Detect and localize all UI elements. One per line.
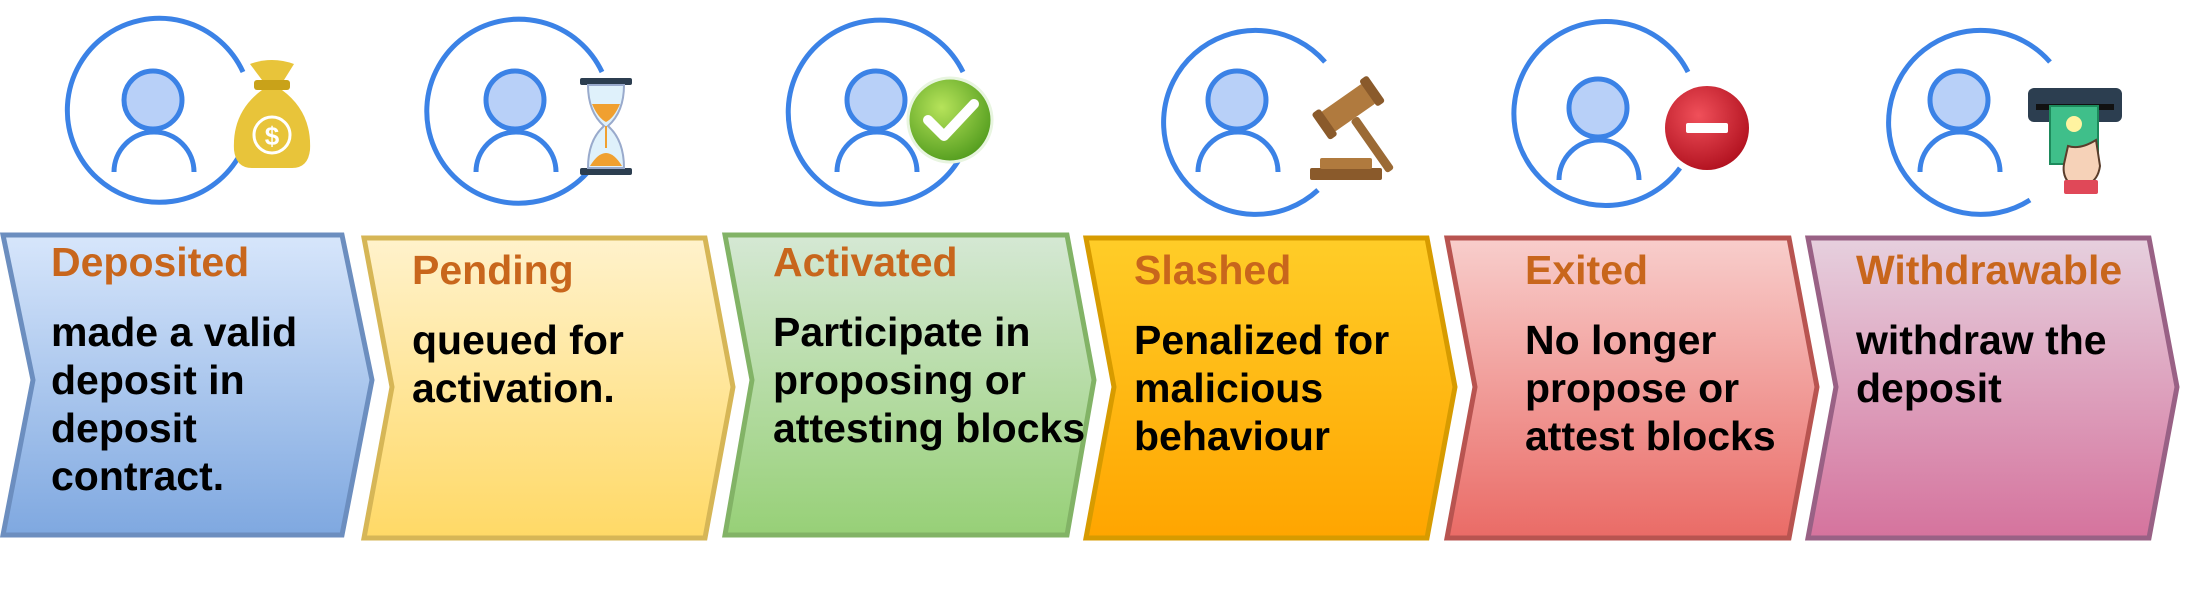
stage-chevron-pending xyxy=(360,235,736,541)
user-avatar-icon xyxy=(424,16,605,206)
no-entry-icon xyxy=(1665,86,1749,170)
user-avatar-icon xyxy=(1886,27,2052,217)
user-avatar-icon xyxy=(1161,27,1327,217)
stage-activated: Activated Participate in proposing or at… xyxy=(773,238,1103,452)
stage-chevron-deposited xyxy=(0,232,375,538)
stage-title: Withdrawable xyxy=(1856,247,2123,293)
stage-deposited: Deposited made a valid deposit in deposi… xyxy=(51,238,381,500)
money-bag-icon: $ xyxy=(233,60,311,168)
stage-pending: Pending queued for activation. xyxy=(412,246,742,412)
user-avatar-icon xyxy=(785,17,966,207)
stage-description: queued for activation. xyxy=(412,317,624,411)
hourglass-icon xyxy=(580,78,632,175)
stage-title: Exited xyxy=(1525,247,1649,293)
stage-withdrawable: Withdrawable withdraw the deposit xyxy=(1856,246,2186,412)
stage-title: Slashed xyxy=(1134,247,1292,293)
stage-slashed: Slashed Penalized for malicious behaviou… xyxy=(1134,246,1464,460)
svg-text:$: $ xyxy=(265,121,280,151)
atm-withdraw-icon xyxy=(2028,88,2122,194)
check-icon xyxy=(906,76,994,164)
stage-chevron-exited xyxy=(1443,235,1820,541)
stage-description: Penalized for malicious behaviour xyxy=(1134,317,1390,459)
stage-description: No longer propose or attest blocks xyxy=(1525,317,1776,459)
user-avatar-icon xyxy=(1511,19,1691,208)
stage-chevron-activated xyxy=(721,232,1097,538)
stage-description: Participate in proposing or attesting bl… xyxy=(773,309,1086,451)
user-avatar-icon xyxy=(64,15,246,205)
gavel-icon xyxy=(1310,76,1394,180)
stage-chevron-slashed xyxy=(1082,235,1458,541)
stage-exited: Exited No longer propose or attest block… xyxy=(1525,246,1855,460)
stage-title: Pending xyxy=(412,247,574,293)
stage-description: made a valid deposit in deposit contract… xyxy=(51,309,298,499)
stage-title: Deposited xyxy=(51,239,250,285)
stage-title: Activated xyxy=(773,239,958,285)
stage-chevron-withdrawable xyxy=(1804,235,2180,541)
stage-description: withdraw the deposit xyxy=(1856,317,2107,411)
